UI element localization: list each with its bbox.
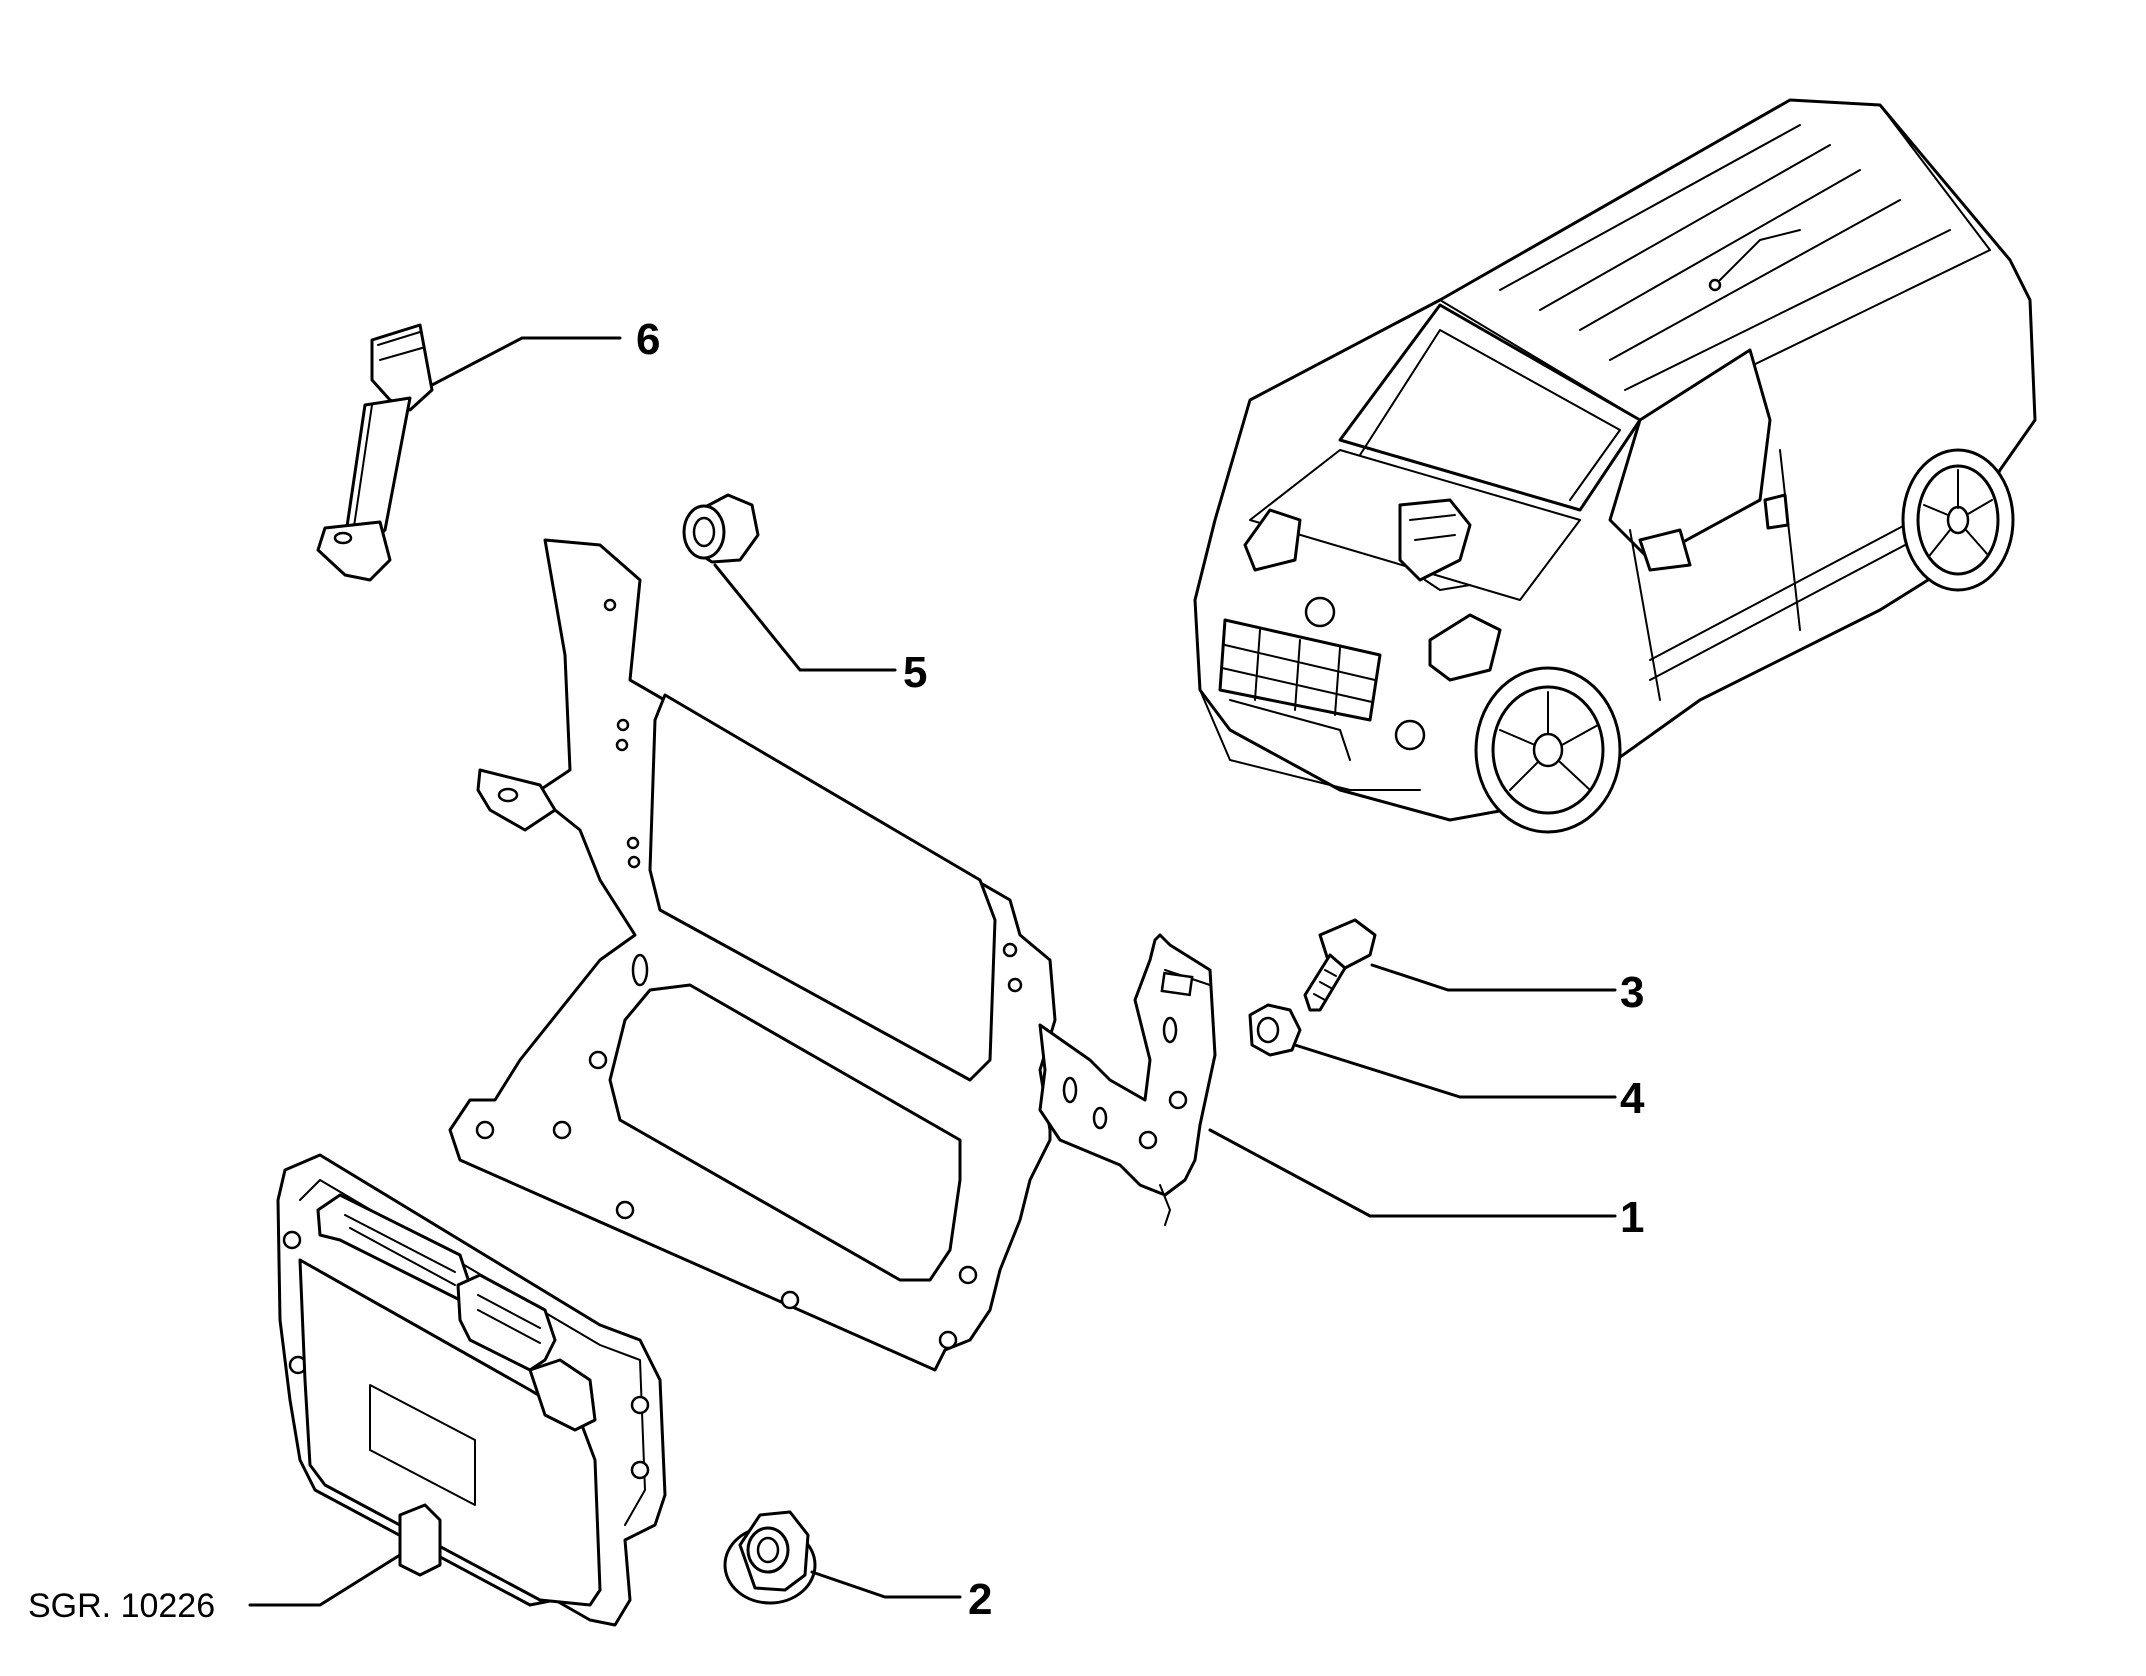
leader-ref (248, 1553, 402, 1607)
reference-code: SGR. 10226 (28, 1587, 215, 1625)
leader-5 (713, 563, 897, 672)
ecu-control-unit (276, 1153, 667, 1627)
callout-labels: 1 2 3 4 5 6 SGR. 10226 (28, 315, 1645, 1625)
callout-3: 3 (1620, 968, 1644, 1017)
vehicle-illustration (1193, 98, 2037, 834)
callout-2: 2 (968, 1575, 992, 1624)
callout-1: 1 (1620, 1193, 1644, 1242)
part-5-spacer-nut (682, 493, 760, 564)
leader-2 (810, 1570, 962, 1599)
leader-1 (1208, 1128, 1617, 1218)
part-3-bolt (1303, 918, 1377, 1012)
part-2-flange-nut (723, 1510, 817, 1605)
part-4-hex-nut (1248, 1003, 1302, 1057)
leader-4 (1293, 1043, 1617, 1099)
leader-3 (1370, 963, 1617, 992)
callout-4: 4 (1620, 1074, 1645, 1123)
leader-lines (248, 336, 1617, 1607)
part-1-mounting-bracket (448, 538, 1217, 1372)
part-6-connector-bracket (316, 323, 434, 582)
callout-5: 5 (903, 648, 927, 697)
leader-6 (430, 336, 622, 387)
callout-6: 6 (636, 315, 660, 364)
